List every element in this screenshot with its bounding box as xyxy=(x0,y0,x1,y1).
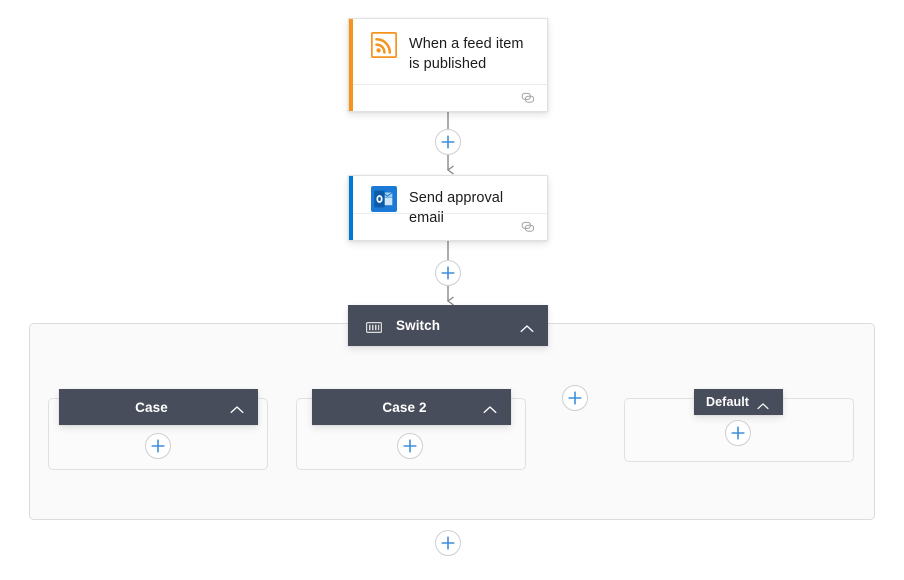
comments-icon[interactable] xyxy=(521,91,535,105)
plus-icon xyxy=(441,266,455,280)
insert-step-default-button[interactable] xyxy=(725,420,751,446)
trigger-card-when-a-feed-item-is-published[interactable]: When a feed item is published xyxy=(348,18,548,112)
insert-step-case-2-button[interactable] xyxy=(397,433,423,459)
insert-step-case-1-button[interactable] xyxy=(145,433,171,459)
plus-icon xyxy=(151,439,165,453)
plus-icon xyxy=(731,426,745,440)
action-accent-bar xyxy=(349,176,353,240)
default-case-node[interactable]: Default xyxy=(694,389,783,415)
action-card-header: Send approval email xyxy=(349,176,547,226)
chevron-up-icon[interactable] xyxy=(757,398,771,409)
plus-icon xyxy=(568,391,582,405)
case-node-case-2[interactable]: Case 2 xyxy=(312,389,511,425)
chevron-up-icon[interactable] xyxy=(230,402,244,414)
insert-step-after-action-button[interactable] xyxy=(435,260,461,286)
add-case-button[interactable] xyxy=(562,385,588,411)
trigger-title: When a feed item is published xyxy=(409,36,524,72)
action-title: Send approval email xyxy=(409,190,504,226)
action-card-footer xyxy=(349,213,547,240)
action-card-send-approval-email[interactable]: Send approval email xyxy=(348,175,548,241)
plus-icon xyxy=(441,536,455,550)
plus-icon xyxy=(403,439,417,453)
insert-step-after-trigger-button[interactable] xyxy=(435,129,461,155)
switch-node[interactable]: Switch xyxy=(348,305,548,346)
trigger-card-footer xyxy=(349,84,547,111)
default-label: Default xyxy=(706,395,750,409)
chevron-up-icon[interactable] xyxy=(483,402,497,414)
switch-label: Switch xyxy=(396,318,441,333)
rss-icon xyxy=(371,32,397,58)
case-label: Case 2 xyxy=(382,399,427,415)
plus-icon xyxy=(441,135,455,149)
insert-step-after-switch-button[interactable] xyxy=(435,530,461,556)
outlook-icon xyxy=(371,186,397,212)
case-label: Case xyxy=(135,399,168,415)
chevron-up-icon[interactable] xyxy=(520,321,534,332)
case-node-case[interactable]: Case xyxy=(59,389,258,425)
comments-icon[interactable] xyxy=(521,220,535,234)
switch-icon xyxy=(366,320,383,334)
trigger-accent-bar xyxy=(349,19,353,111)
trigger-card-header: When a feed item is published xyxy=(349,19,547,84)
